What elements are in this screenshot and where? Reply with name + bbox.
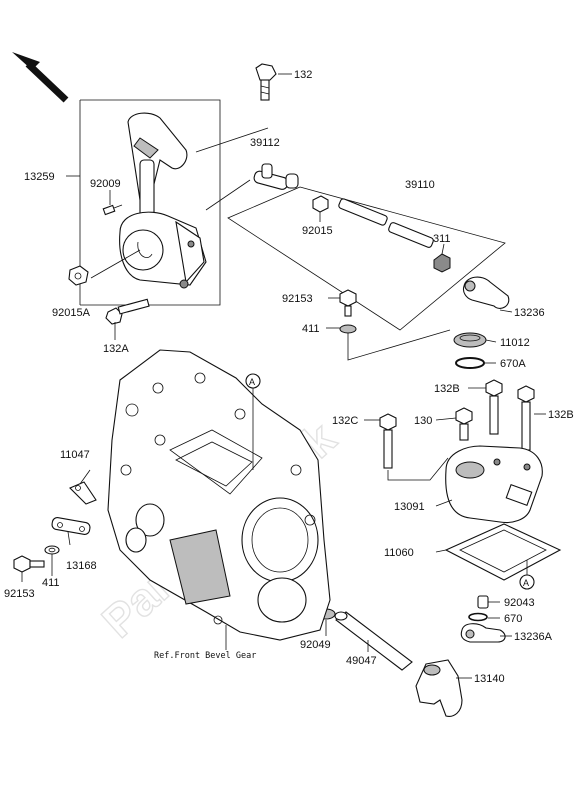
o-ring-670 bbox=[468, 612, 488, 622]
shaft-49047 bbox=[334, 611, 413, 671]
label-49047: 49047 bbox=[346, 655, 377, 667]
kit-bracket-line bbox=[347, 329, 451, 361]
label-92015: 92015 bbox=[302, 225, 333, 237]
label-132: 132 bbox=[294, 69, 312, 81]
label-13091: 13091 bbox=[394, 501, 425, 513]
bolt-92153-top bbox=[339, 289, 357, 317]
label-411-top: 411 bbox=[302, 323, 320, 335]
label-92049: 92049 bbox=[300, 639, 331, 651]
washer-411-bottom bbox=[44, 545, 60, 555]
label-132B-left: 132B bbox=[434, 383, 460, 395]
label-13236A: 13236A bbox=[514, 631, 553, 643]
label-92153-bottom: 92153 bbox=[4, 588, 35, 600]
nut-92015A bbox=[68, 265, 89, 286]
front-direction-arrow-icon bbox=[12, 52, 69, 103]
label-13168: 13168 bbox=[66, 560, 97, 572]
label-11012: 11012 bbox=[500, 337, 530, 349]
label-670A: 670A bbox=[500, 358, 526, 370]
washer-411-top bbox=[339, 324, 357, 334]
bolt-130 bbox=[455, 407, 473, 441]
label-92015A: 92015A bbox=[52, 307, 91, 319]
bolt-132C-bracket bbox=[387, 457, 449, 481]
part-labels: 132 39112 13259 92009 39110 92015 311 92… bbox=[4, 69, 574, 685]
bolt-132B-left bbox=[485, 379, 503, 435]
label-13140: 13140 bbox=[474, 673, 505, 685]
label-92153-top: 92153 bbox=[282, 293, 313, 305]
shift-fork-13140 bbox=[415, 659, 463, 717]
callout-A-gasket: A bbox=[519, 560, 535, 590]
label-39112: 39112 bbox=[250, 137, 280, 149]
bolt-92009 bbox=[102, 204, 123, 216]
seal-11012 bbox=[453, 332, 487, 348]
svg-text:A: A bbox=[523, 578, 529, 588]
label-411-bottom: 411 bbox=[42, 577, 60, 589]
svg-text:A: A bbox=[249, 377, 255, 387]
bolt-92153-bottom bbox=[13, 555, 45, 573]
shift-pedal-13259 bbox=[119, 112, 207, 289]
plate-13168 bbox=[51, 517, 91, 535]
cover-13091 bbox=[445, 445, 543, 524]
label-92009: 92009 bbox=[90, 178, 121, 190]
bracket-11047 bbox=[69, 481, 97, 505]
label-11060: 11060 bbox=[384, 547, 414, 559]
label-13259: 13259 bbox=[24, 171, 55, 183]
label-132A: 132A bbox=[103, 343, 129, 355]
label-92043: 92043 bbox=[504, 597, 535, 609]
label-132C: 132C bbox=[332, 415, 358, 427]
label-130: 130 bbox=[414, 415, 432, 427]
shift-rod-39110 bbox=[338, 198, 434, 248]
gasket-11060 bbox=[444, 523, 562, 581]
label-670: 670 bbox=[504, 613, 522, 625]
label-311: 311 bbox=[433, 233, 451, 245]
bolt-132C bbox=[379, 413, 397, 469]
reference-note: Ref.Front Bevel Gear bbox=[154, 651, 256, 661]
tie-rod-end-39112 bbox=[253, 163, 299, 190]
pin-92043 bbox=[477, 595, 489, 609]
bolt-132A bbox=[105, 298, 150, 325]
crankcase bbox=[107, 349, 331, 641]
nut-311 bbox=[433, 253, 451, 273]
o-ring-670A bbox=[455, 357, 485, 369]
shift-lever-13236 bbox=[462, 276, 510, 309]
bolt-132B-right bbox=[517, 385, 535, 451]
label-13236: 13236 bbox=[514, 307, 545, 319]
lever-13236A bbox=[460, 623, 506, 643]
label-11047: 11047 bbox=[60, 449, 90, 461]
shift-rod-kit-frame-39110 bbox=[227, 186, 506, 331]
bolt-132 bbox=[255, 63, 277, 101]
nut-92015 bbox=[312, 195, 329, 213]
label-39110: 39110 bbox=[405, 179, 435, 191]
label-132B-right: 132B bbox=[548, 409, 574, 421]
leader-lines bbox=[21, 73, 546, 679]
callout-A-crankcase: A bbox=[245, 373, 261, 470]
